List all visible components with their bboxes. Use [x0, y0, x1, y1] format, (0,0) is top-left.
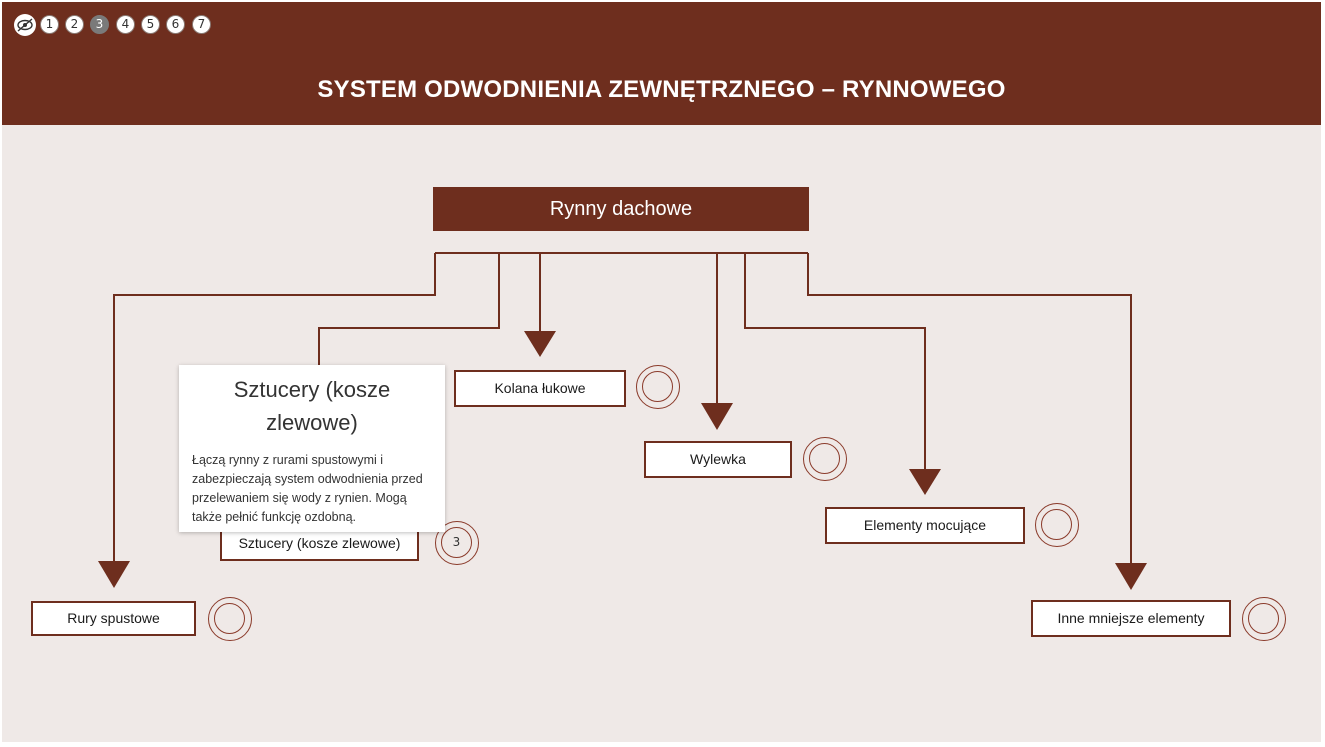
- ring-inne-elementy[interactable]: [1242, 597, 1286, 641]
- page-title: SYSTEM ODWODNIENIA ZEWNĘTRZNEGO – RYNNOW…: [317, 76, 1006, 103]
- ring-rury-spustowe[interactable]: [208, 597, 252, 641]
- nav-page-2[interactable]: 2: [65, 15, 84, 34]
- header-bar: [2, 2, 1321, 125]
- connector-mocujace: [744, 253, 926, 470]
- nav-page-1[interactable]: 1: [40, 15, 59, 34]
- ring-elementy-mocujace[interactable]: [1035, 503, 1079, 547]
- connector-sztucery: [318, 253, 500, 365]
- connector-inne: [807, 253, 1132, 564]
- node-elementy-mocujace[interactable]: Elementy mocujące: [825, 507, 1025, 544]
- root-node-rynny: Rynny dachowe: [433, 187, 809, 231]
- arrow-inne: [1115, 563, 1147, 590]
- nav-page-5[interactable]: 5: [141, 15, 160, 34]
- arrow-wylewka: [701, 403, 733, 430]
- arrow-kolana: [524, 331, 556, 357]
- node-wylewka[interactable]: Wylewka: [644, 441, 792, 478]
- tooltip-title: Sztucery (kosze zlewowe): [233, 377, 391, 435]
- arrow-rury: [98, 561, 130, 588]
- arrow-mocujace: [909, 469, 941, 495]
- nav-page-4[interactable]: 4: [116, 15, 135, 34]
- node-inne-elementy[interactable]: Inne mniejsze elementy: [1031, 600, 1231, 637]
- nav-page-7[interactable]: 7: [192, 15, 211, 34]
- eye-off-icon[interactable]: [14, 14, 36, 36]
- nav-page-6[interactable]: 6: [166, 15, 185, 34]
- node-rury-spustowe[interactable]: Rury spustowe: [31, 601, 196, 636]
- connector-rury: [113, 253, 436, 562]
- ring-wylewka[interactable]: [803, 437, 847, 481]
- nav-page-3[interactable]: 3: [90, 15, 109, 34]
- info-tooltip: Sztucery (kosze zlewowe) Łączą rynny z r…: [179, 365, 445, 532]
- ring-sztucery[interactable]: 3: [435, 521, 479, 565]
- node-kolana-lukowe[interactable]: Kolana łukowe: [454, 370, 626, 407]
- tooltip-body: Łączą rynny z rurami spustowymi i zabezp…: [192, 453, 423, 524]
- ring-kolana-lukowe[interactable]: [636, 365, 680, 409]
